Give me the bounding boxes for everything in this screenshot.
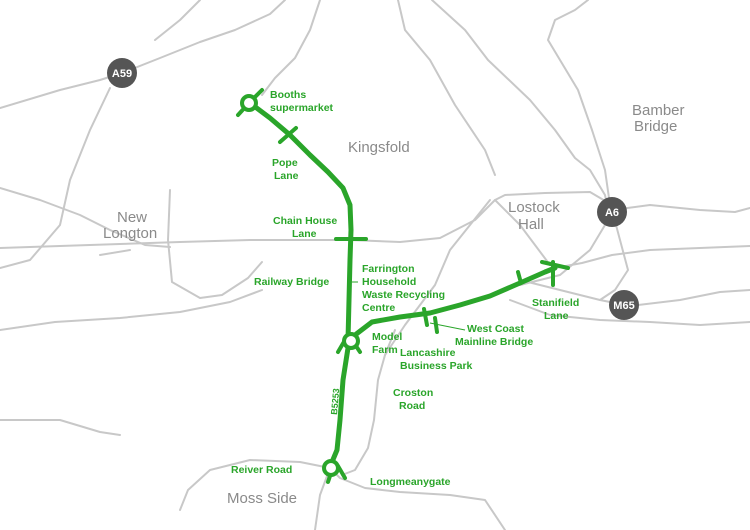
pope-lane-crossing	[278, 126, 298, 144]
road-moss-side-3	[314, 467, 331, 530]
label-reiver-road: Reiver Road	[231, 464, 292, 476]
road-croston	[341, 329, 396, 476]
label-model-farm-line2: Farm	[372, 344, 398, 356]
reiver-road-roundabout	[322, 459, 340, 477]
shield-a6-label: A6	[605, 207, 619, 219]
shield-a6-group: A6	[597, 197, 627, 227]
road-a59	[0, 0, 286, 109]
feature-labels: Booths supermarket Pope Lane Chain House…	[231, 89, 579, 488]
road-west-5	[99, 249, 131, 256]
label-farrington-line2: Household	[362, 276, 416, 288]
shield-a59	[107, 58, 137, 88]
place-new-longton-line1: New	[117, 209, 147, 226]
place-lostock-hall-line2: Hall	[518, 216, 544, 233]
road-label-b5253: B5253	[329, 388, 341, 415]
shield-m65-label: M65	[613, 300, 634, 312]
road-east-1	[554, 245, 750, 269]
label-lancashire-bp-line1: Lancashire	[400, 347, 456, 359]
shield-m65	[609, 290, 639, 320]
place-new-longton-line2: Longton	[103, 225, 157, 242]
label-booths-line1: Booths	[270, 89, 306, 101]
road-north-1	[154, 0, 201, 41]
road-north-3	[397, 0, 496, 176]
place-kingsfold: Kingsfold	[348, 139, 410, 156]
place-labels: Kingsfold New Longton Lostock Hall Bambe…	[103, 102, 685, 507]
road-lostock-1	[384, 199, 491, 356]
booths-roundabout	[240, 94, 258, 112]
label-longmeanygate: Longmeanygate	[370, 476, 451, 488]
place-bamber-bridge-line1: Bamber	[632, 102, 685, 119]
label-west-coast-line1: West Coast	[467, 323, 524, 335]
label-pope-lane-line2: Lane	[274, 170, 299, 182]
road-west-1	[0, 87, 111, 269]
label-croston-line1: Croston	[393, 387, 433, 399]
label-chain-house-line2: Lane	[292, 228, 317, 240]
west-coast-leader	[429, 322, 466, 331]
road-chain-house	[0, 191, 613, 249]
label-farrington-line1: Farrington	[362, 263, 415, 275]
green-route	[236, 88, 570, 484]
shield-a6	[597, 197, 627, 227]
road-north-5	[547, 0, 611, 206]
stanifield-junction	[540, 260, 570, 287]
label-farrington-line3: Waste Recycling	[362, 289, 445, 301]
place-lostock-hall-line1: Lostock	[508, 199, 560, 216]
label-railway-bridge: Railway Bridge	[254, 276, 329, 288]
route-main-south	[329, 345, 351, 465]
label-farrington-line4: Centre	[362, 302, 395, 314]
road-north-4	[431, 0, 609, 211]
road-moss-side-2	[329, 467, 506, 530]
road-north-2	[261, 0, 321, 96]
label-stanifield-line2: Lane	[544, 310, 569, 322]
label-pope-lane-line1: Pope	[272, 157, 298, 169]
road-west-3	[167, 189, 263, 299]
road-m65-link	[519, 279, 601, 301]
place-bamber-bridge-line2: Bridge	[634, 118, 677, 135]
road-west-4	[0, 289, 263, 331]
place-moss-side: Moss Side	[227, 490, 297, 507]
shield-a59-group: A59	[107, 58, 137, 88]
road-south-east	[509, 299, 750, 326]
road-east-3	[599, 209, 629, 301]
shield-m65-group: M65	[609, 290, 639, 320]
road-east-2	[611, 204, 750, 213]
road-lostock-2	[494, 199, 551, 266]
label-model-farm-line1: Model	[372, 331, 402, 343]
label-stanifield-line1: Stanifield	[532, 297, 579, 309]
road-moss-side-1	[179, 459, 331, 511]
road-southwest	[0, 419, 121, 436]
model-farm-roundabout	[342, 332, 360, 350]
label-booths-line2: supermarket	[270, 102, 334, 114]
label-lancashire-bp-line2: Business Park	[400, 360, 473, 372]
route-east-branch	[352, 265, 558, 338]
route-main-north	[247, 100, 354, 343]
west-coast-mainline-tick	[422, 307, 429, 327]
roundabouts	[240, 94, 360, 477]
road-west-2	[0, 187, 171, 248]
west-coast-mainline-tick-2	[433, 316, 439, 334]
shield-a59-label: A59	[112, 68, 132, 80]
label-chain-house-line1: Chain House	[273, 215, 337, 227]
label-croston-line2: Road	[399, 400, 425, 412]
label-west-coast-line2: Mainline Bridge	[455, 336, 533, 348]
stanifield-tick	[516, 270, 523, 285]
